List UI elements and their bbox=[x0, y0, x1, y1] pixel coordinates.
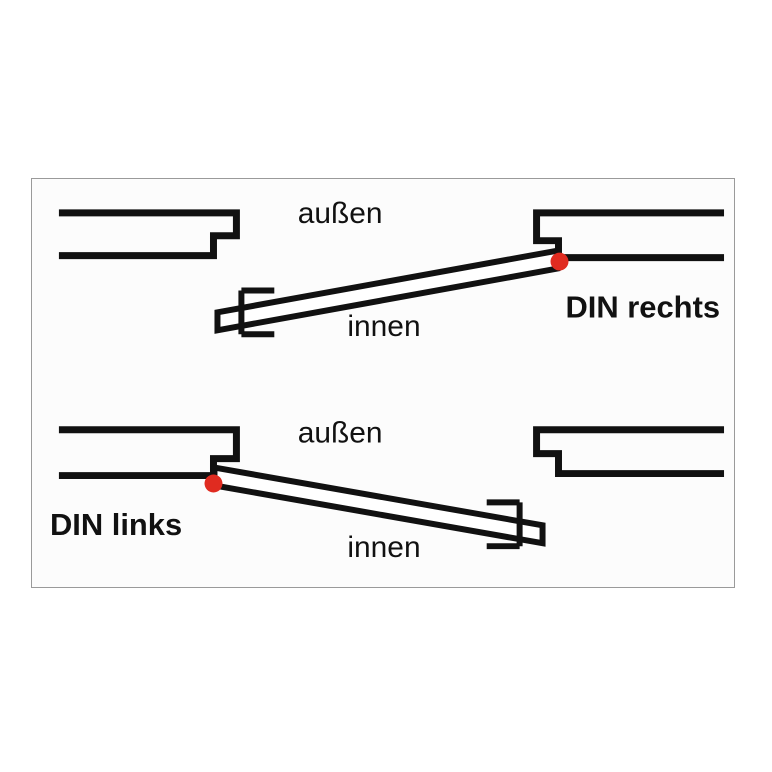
diagram-panel: außen innen DIN rechts außen innen bbox=[31, 178, 735, 588]
hinge-point-lower bbox=[204, 474, 223, 493]
diagram-din-rechts: außen innen DIN rechts bbox=[58, 197, 725, 343]
door-handle-lower bbox=[486, 499, 523, 550]
wall-left-lower bbox=[58, 426, 240, 480]
door-direction-diagram: außen innen DIN rechts außen innen bbox=[50, 197, 725, 564]
wall-right-upper bbox=[533, 209, 725, 262]
label-innen-lower: innen bbox=[347, 531, 420, 564]
label-aussen-upper: außen bbox=[298, 197, 383, 230]
label-din-links: DIN links bbox=[50, 507, 182, 542]
label-innen-upper: innen bbox=[347, 310, 420, 343]
wall-right-lower bbox=[533, 426, 725, 478]
wall-left-upper bbox=[58, 209, 240, 260]
label-aussen-lower: außen bbox=[298, 417, 383, 450]
diagram-din-links: außen innen DIN links bbox=[50, 417, 725, 564]
hinge-point-upper bbox=[550, 252, 569, 271]
door-handle-upper bbox=[238, 287, 275, 338]
label-din-rechts: DIN rechts bbox=[565, 289, 720, 324]
